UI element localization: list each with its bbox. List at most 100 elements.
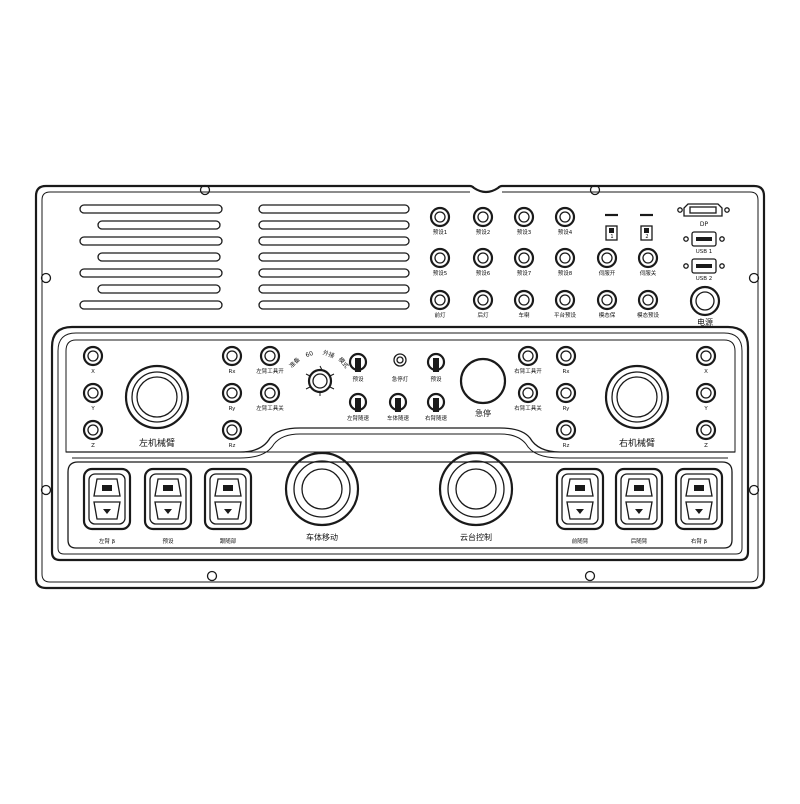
indicator-light: 急停灯	[392, 353, 409, 383]
right-arm-speed-label: 右臂随速	[425, 414, 448, 422]
right_arm-axis-y-label: Y	[703, 406, 708, 412]
left_arm-tool-close[interactable]: 左臂工具关	[256, 382, 284, 412]
right_arm-rot-ry[interactable]: Ry	[555, 382, 577, 412]
row2-button-4-label: 预设8	[558, 269, 573, 277]
center-key-2[interactable]: 预设	[426, 352, 446, 383]
right_arm-axis-x-label: X	[704, 369, 708, 375]
row3-button-3[interactable]: 车喇	[513, 289, 535, 319]
left-rocker-1-label: 左臂 β	[99, 537, 116, 545]
mounting-holes	[40, 184, 760, 582]
toggle-switch-2[interactable]: 2	[640, 213, 653, 241]
right-rocker-1[interactable]: 前随臂	[555, 467, 605, 545]
right_arm-axis-z-label: Z	[704, 443, 708, 449]
left_arm-axis-z[interactable]: Z	[82, 419, 104, 449]
mode-selector-dial[interactable]: 准备 60 外接 模式	[288, 348, 351, 396]
row2-button-5[interactable]: 伺服开	[596, 247, 618, 277]
row2-button-3[interactable]: 预设7	[513, 247, 535, 277]
preset-button-3[interactable]: 预设3	[513, 206, 535, 236]
row3-button-2[interactable]: 后灯	[472, 289, 494, 319]
toggle-switch-1[interactable]: 1	[605, 213, 618, 241]
switch-2-label: 2	[645, 234, 648, 240]
preset-button-3-label: 预设3	[517, 228, 532, 236]
preset-button-4[interactable]: 预设4	[554, 206, 576, 236]
body-move-knob[interactable]: 车体移动	[284, 451, 360, 542]
body-speed-knob[interactable]: 车体随速	[387, 392, 410, 422]
left-arm-speed-knob[interactable]: 左臂随速	[347, 392, 370, 422]
row3-button-4-label: 平台预设	[554, 311, 577, 319]
right-arm-title: 右机械臂	[619, 437, 655, 449]
ptz-control-knob[interactable]: 云台控制	[438, 451, 514, 542]
center-key-1[interactable]: 预设	[348, 352, 368, 383]
preset-button-2[interactable]: 预设2	[472, 206, 494, 236]
left_arm-axis-x-label: X	[91, 369, 95, 375]
right-rocker-2[interactable]: 后随臂	[614, 467, 664, 545]
panel-outline	[34, 184, 766, 590]
left-rocker-3[interactable]: 跟随部	[203, 467, 253, 545]
row3-button-4[interactable]: 平台预设	[554, 289, 577, 319]
row2-button-1-label: 预设5	[433, 269, 448, 277]
row2-button-1[interactable]: 预设5	[429, 247, 451, 277]
right_arm-axis-x[interactable]: X	[695, 345, 717, 375]
left_arm-axis-y[interactable]: Y	[82, 382, 104, 412]
preset-button-2-label: 预设2	[476, 228, 491, 236]
usb-port-1[interactable]: USB 1	[683, 231, 725, 255]
rocker-switches: 左臂 β 预设 跟随部 前随臂后随臂 右臂 β	[82, 467, 724, 545]
left-rocker-1[interactable]: 左臂 β	[82, 467, 132, 545]
left_arm-tool-open[interactable]: 左臂工具开	[256, 345, 284, 375]
right-arm-speed-knob[interactable]: 右臂随速	[425, 392, 448, 422]
right-rocker-3-label: 右臂 β	[691, 537, 708, 545]
right_arm-tool-close-label: 右臂工具关	[514, 404, 542, 412]
row2-button-6[interactable]: 伺服关	[637, 247, 659, 277]
right-rocker-2-label: 后随臂	[631, 537, 648, 545]
body-move-label: 车体移动	[306, 532, 338, 542]
row3-button-1[interactable]: 前灯	[429, 289, 451, 319]
right-arm-joystick[interactable]: 右机械臂	[604, 364, 670, 449]
power-label: 电源	[697, 317, 713, 327]
right_arm-axis-z[interactable]: Z	[695, 419, 717, 449]
control-deck-bezel	[50, 325, 750, 562]
left-rocker-2[interactable]: 预设	[143, 467, 193, 545]
body-speed-label: 车体随速	[387, 414, 410, 422]
right_arm-tool-open-label: 右臂工具开	[514, 367, 542, 375]
switch-1-label: 1	[610, 234, 613, 240]
row2-button-3-label: 预设7	[517, 269, 532, 277]
row2-button-6-label: 伺服关	[640, 269, 657, 277]
right_arm-rot-rx[interactable]: Rx	[555, 345, 577, 375]
row2-button-4[interactable]: 预设8	[554, 247, 576, 277]
row3-button-5[interactable]: 模态保	[596, 289, 618, 319]
row3-button-6[interactable]: 模态预设	[637, 289, 660, 319]
left-rocker-3-label: 跟随部	[220, 537, 237, 545]
left_arm-rot-rz[interactable]: Rz	[221, 419, 243, 449]
right_arm-rot-rz[interactable]: Rz	[555, 419, 577, 449]
dp-label: DP	[700, 221, 709, 228]
preset-button-1[interactable]: 预设1	[429, 206, 451, 236]
left_arm-axis-x[interactable]: X	[82, 345, 104, 375]
right_arm-tool-close[interactable]: 右臂工具关	[514, 382, 542, 412]
right_arm-axis-y[interactable]: Y	[695, 382, 717, 412]
left_arm-rot-ry[interactable]: Ry	[221, 382, 243, 412]
left_arm-axis-y-label: Y	[90, 406, 95, 412]
left-arm-joystick[interactable]: 左机械臂	[124, 364, 190, 449]
emergency-stop-button[interactable]: 急停	[459, 357, 507, 418]
usb-port-2[interactable]: USB 2	[683, 258, 725, 282]
row2-button-5-label: 伺服开	[599, 269, 616, 277]
mode-label-1: 准备	[288, 356, 302, 370]
row3-button-6-label: 模态预设	[637, 311, 660, 319]
row3-button-5-label: 模态保	[599, 311, 616, 319]
left_arm-rot-rx[interactable]: Rx	[221, 345, 243, 375]
right-rocker-3[interactable]: 右臂 β	[674, 467, 724, 545]
mode-label-3: 外接	[322, 348, 336, 360]
preset-button-4-label: 预设4	[558, 228, 573, 236]
left-rocker-2-label: 预设	[162, 537, 174, 545]
power-button[interactable]: 电源	[689, 285, 721, 327]
right_arm-tool-open[interactable]: 右臂工具开	[514, 345, 542, 375]
row3-button-1-label: 前灯	[434, 311, 446, 319]
row2-button-2[interactable]: 预设6	[472, 247, 494, 277]
dp-port[interactable]: DP	[677, 203, 730, 228]
left_arm-tool-close-label: 左臂工具关	[256, 404, 284, 412]
usb-1-label: USB 1	[696, 249, 713, 255]
right_arm-rot-rx-label: Rx	[562, 369, 570, 375]
left_arm-tool-open-label: 左臂工具开	[256, 367, 284, 375]
